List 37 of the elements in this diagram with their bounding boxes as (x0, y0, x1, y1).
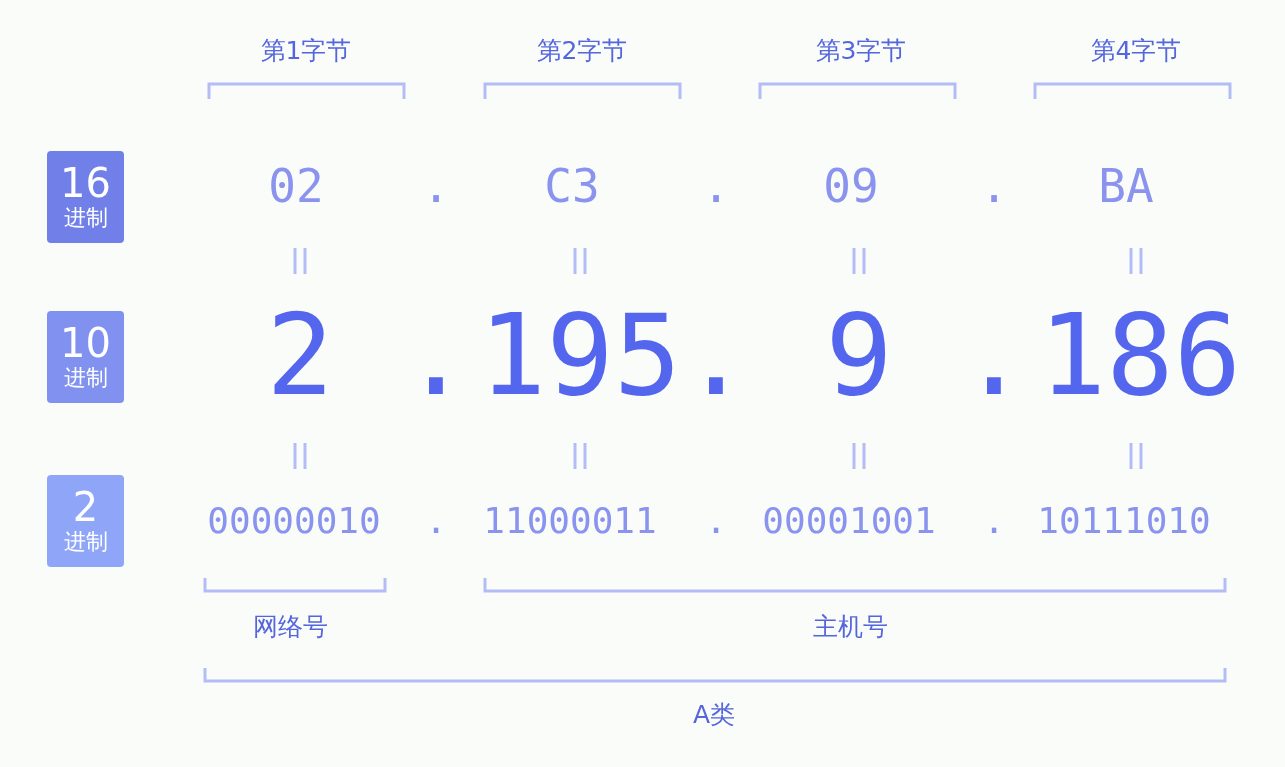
separator-dot: . (425, 503, 447, 539)
decimal-value: 2 (266, 299, 334, 411)
binary-value: 10111010 (1037, 503, 1211, 539)
decimal-value: 9 (825, 299, 893, 411)
class-label: A类 (692, 701, 736, 727)
base-number: 16 (60, 163, 111, 203)
base-number: 10 (60, 323, 111, 363)
base-badge (47, 151, 124, 243)
column-heading: 第3字节 (815, 37, 907, 63)
decimal-value: 195 (478, 299, 682, 411)
part-label: 网络号 (252, 613, 328, 639)
part-label: 主机号 (812, 613, 888, 639)
column-heading: 第2字节 (536, 37, 628, 63)
column-heading: 第4字节 (1090, 37, 1182, 63)
hex-value: C3 (544, 163, 600, 209)
binary-value: 00001001 (762, 503, 936, 539)
binary-value: 11000011 (483, 503, 657, 539)
separator-dot: . (702, 163, 730, 209)
separator-dot: . (960, 299, 1028, 411)
base-badge (47, 475, 124, 567)
hex-value: BA (1098, 163, 1154, 209)
base-number: 2 (72, 487, 99, 527)
base-unit: 进制 (63, 531, 108, 553)
base-unit: 进制 (63, 367, 108, 389)
separator-dot: . (705, 503, 727, 539)
binary-value: 00000010 (207, 503, 381, 539)
base-badge (47, 311, 124, 403)
separator-dot: . (983, 503, 1005, 539)
hex-value: 02 (268, 163, 324, 209)
decimal-value: 186 (1038, 299, 1242, 411)
separator-dot: . (402, 299, 470, 411)
base-unit: 进制 (63, 207, 108, 229)
separator-dot: . (980, 163, 1008, 209)
hex-value: 09 (823, 163, 879, 209)
separator-dot: . (422, 163, 450, 209)
separator-dot: . (682, 299, 750, 411)
column-heading: 第1字节 (260, 37, 352, 63)
